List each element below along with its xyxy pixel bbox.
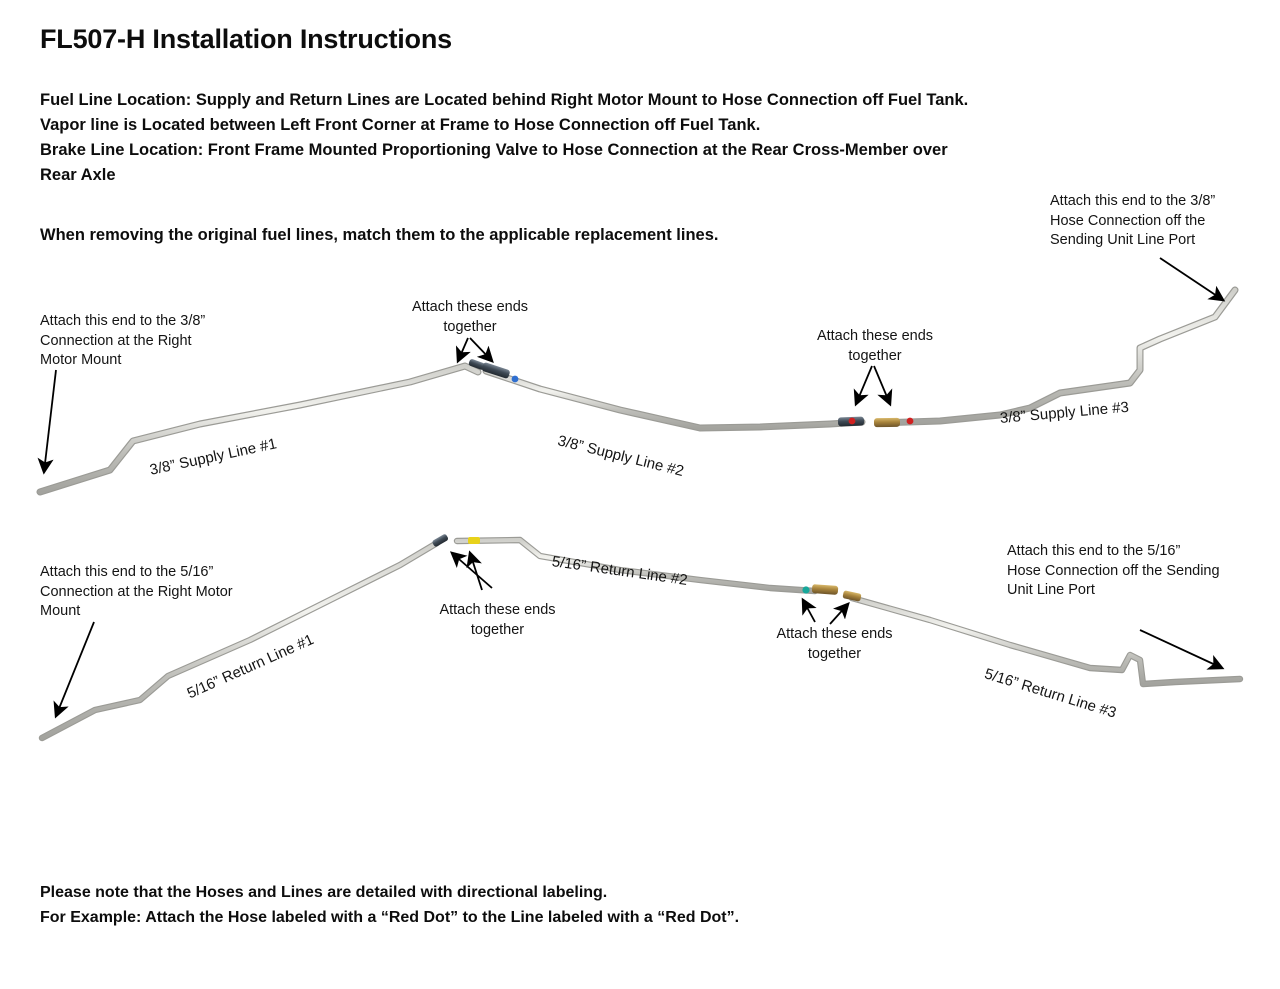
callout-return-joint-1: Attach these ends together bbox=[425, 601, 570, 640]
callout-return-joint-2: Attach these ends together bbox=[762, 625, 907, 664]
intro-line-4: Rear Axle bbox=[40, 166, 116, 184]
callout-return-joint-2-line-1: Attach these ends bbox=[776, 626, 893, 642]
callout-return-left-line-2: Connection at the Right Motor bbox=[40, 583, 233, 600]
callout-return-left-line-1: Attach this end to the 5/16” bbox=[40, 564, 214, 580]
callout-supply-joint-1-line-1: Attach these ends bbox=[411, 299, 529, 315]
callout-supply-left-line-2: Connection at the Right bbox=[40, 332, 192, 349]
return-line-3-tube bbox=[848, 594, 1244, 688]
callout-supply-right: Attach this end to the 3/8” Hose Connect… bbox=[1050, 192, 1215, 251]
intro-paragraph: Fuel Line Location: Supply and Return Li… bbox=[40, 88, 1220, 188]
supply-line-2-start-fitting bbox=[481, 362, 519, 383]
supply-line-1-tube bbox=[36, 362, 482, 496]
footer-line-2: For Example: Attach the Hose labeled wit… bbox=[40, 909, 740, 926]
return-line-2-end-fitting bbox=[802, 584, 839, 595]
intro-line-3: Brake Line Location: Front Frame Mounted… bbox=[40, 141, 948, 159]
label-return-line-1: 5/16” Return Line #1 bbox=[184, 631, 317, 703]
return-right-callout-arrow bbox=[1139, 629, 1225, 670]
callout-supply-joint-2: Attach these ends together bbox=[805, 327, 945, 366]
label-supply-line-1: 3/8” Supply Line #1 bbox=[148, 435, 279, 479]
supply-joint-1-arrows bbox=[455, 337, 494, 364]
blue-dot-marker bbox=[511, 375, 519, 383]
callout-return-left: Attach this end to the 5/16” Connection … bbox=[40, 563, 233, 622]
return-line-1-end-fitting bbox=[432, 534, 449, 547]
intro-line-2: Vapor line is Located between Left Front… bbox=[40, 116, 761, 134]
label-supply-line-3: 3/8” Supply Line #3 bbox=[999, 398, 1130, 427]
callout-supply-left-line-1: Attach this end to the 3/8” bbox=[40, 313, 206, 329]
supply-joint-2-arrows bbox=[853, 365, 893, 407]
callout-supply-joint-1: Attach these ends together bbox=[400, 298, 540, 337]
callout-supply-joint-2-line-2: together bbox=[848, 347, 902, 364]
return-left-callout-arrow bbox=[53, 621, 95, 719]
supply-line-2-end-fitting bbox=[837, 416, 865, 427]
callout-return-right-line-1: Attach this end to the 5/16” bbox=[1007, 543, 1181, 559]
callout-return-right: Attach this end to the 5/16” Hose Connec… bbox=[1007, 542, 1220, 601]
callout-supply-right-line-2: Hose Connection off the bbox=[1050, 212, 1206, 229]
callout-return-joint-2-line-2: together bbox=[807, 645, 862, 662]
callout-supply-joint-1-line-2: together bbox=[443, 318, 497, 335]
callout-return-right-line-2: Hose Connection off the Sending bbox=[1007, 562, 1220, 579]
footer-line-1: Please note that the Hoses and Lines are… bbox=[40, 884, 608, 901]
callout-return-left-line-3: Mount bbox=[40, 603, 81, 619]
supply-line-1-end-fitting bbox=[468, 359, 485, 370]
callout-return-joint-1-line-2: together bbox=[470, 621, 525, 638]
return-joint-2-arrows bbox=[801, 597, 850, 625]
label-return-line-2: 5/16” Return Line #2 bbox=[550, 553, 689, 589]
callout-supply-right-line-1: Attach this end to the 3/8” bbox=[1050, 193, 1216, 209]
emphasis-note: When removing the original fuel lines, m… bbox=[40, 226, 719, 244]
supply-line-2-tube bbox=[482, 367, 866, 432]
callout-supply-left: Attach this end to the 3/8” Connection a… bbox=[40, 312, 205, 371]
label-supply-line-2: 3/8” Supply Line #2 bbox=[555, 432, 686, 481]
teal-dot-marker bbox=[802, 586, 810, 594]
supply-right-callout-arrow bbox=[1159, 257, 1226, 302]
callout-supply-left-line-3: Motor Mount bbox=[40, 352, 122, 368]
callout-supply-joint-2-line-1: Attach these ends bbox=[816, 328, 934, 344]
label-return-line-3: 5/16” Return Line #3 bbox=[982, 665, 1119, 722]
supply-left-callout-arrow bbox=[37, 369, 57, 475]
supply-line-3-start-fitting bbox=[873, 417, 914, 428]
red-dot-marker-right bbox=[906, 417, 914, 425]
callout-return-right-line-3: Unit Line Port bbox=[1007, 582, 1095, 598]
red-dot-marker-left bbox=[848, 417, 856, 425]
intro-line-1: Fuel Line Location: Supply and Return Li… bbox=[40, 91, 969, 109]
callout-supply-right-line-3: Sending Unit Line Port bbox=[1050, 232, 1196, 248]
page-title: FL507-H Installation Instructions bbox=[40, 24, 452, 54]
yellow-dot-marker bbox=[468, 537, 480, 544]
footer-note: Please note that the Hoses and Lines are… bbox=[40, 880, 1220, 930]
return-line-3-start-fitting bbox=[842, 590, 862, 602]
callout-return-joint-1-line-1: Attach these ends bbox=[439, 602, 556, 618]
return-joint-1-arrows bbox=[449, 550, 493, 591]
